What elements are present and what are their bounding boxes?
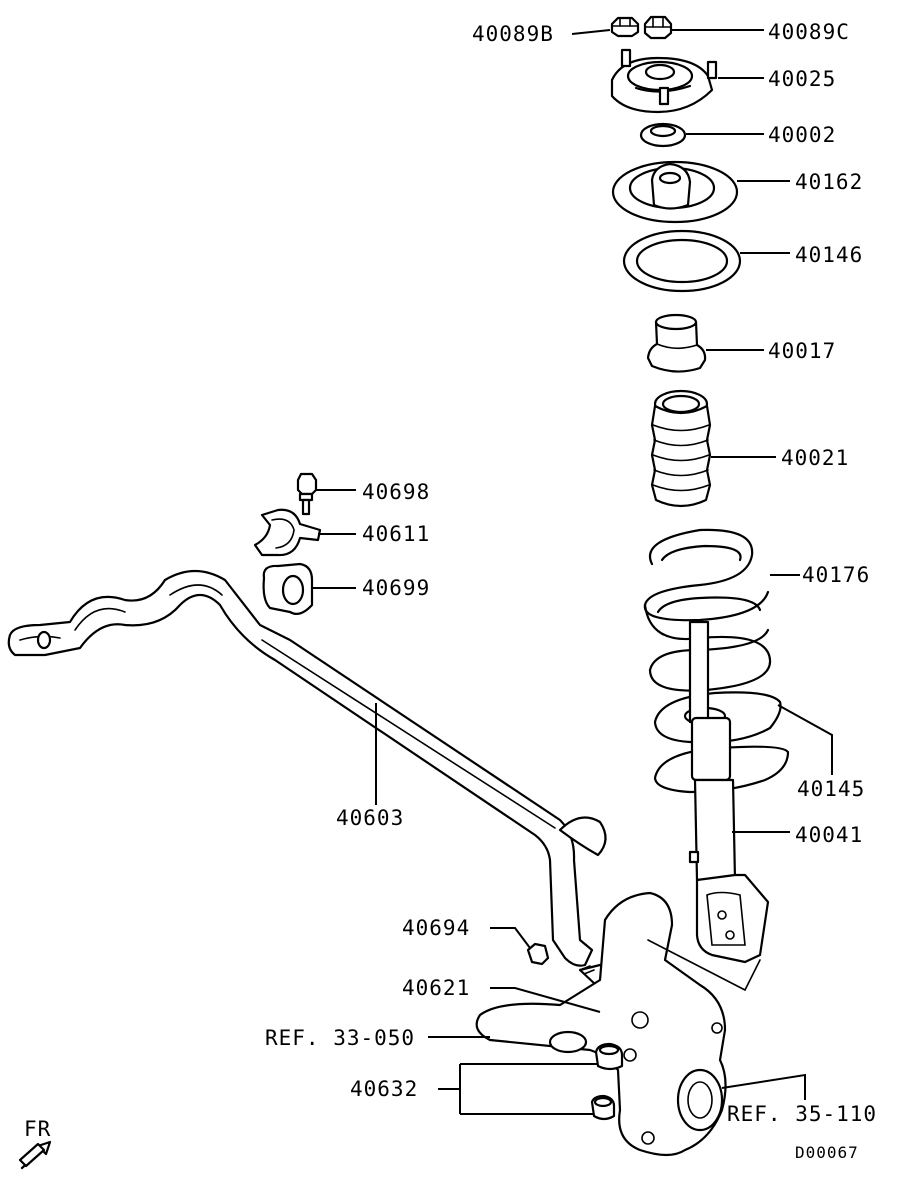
bushing-40699 — [262, 562, 314, 615]
nut-40089b — [610, 16, 640, 38]
diagram-code: D00067 — [795, 1143, 859, 1162]
spring-insulator-40146 — [622, 229, 742, 293]
label-40146: 40146 — [795, 243, 863, 267]
leader-lines — [312, 29, 833, 1115]
label-40021: 40021 — [781, 446, 849, 470]
front-direction-arrow — [18, 1140, 52, 1170]
label-40041: 40041 — [795, 823, 863, 847]
upper-spring-seat-40162 — [611, 160, 739, 224]
label-fr: FR — [24, 1117, 51, 1141]
label-40603: 40603 — [336, 806, 404, 830]
dust-boot-40021 — [650, 389, 712, 508]
label-40698: 40698 — [362, 480, 430, 504]
label-40162: 40162 — [795, 170, 863, 194]
bolt-40698 — [296, 472, 318, 516]
bump-stop-40017 — [646, 313, 707, 373]
nut-40694 — [526, 942, 550, 966]
label-40089b: 40089B — [472, 22, 554, 46]
bushing-40632-lower — [590, 1094, 616, 1121]
nut-40089c — [643, 15, 673, 40]
clamp-40611 — [253, 508, 322, 557]
label-40002: 40002 — [768, 123, 836, 147]
stabilizer-bar-40603 — [7, 570, 607, 967]
label-40145: 40145 — [797, 777, 865, 801]
label-ref-35-110: REF. 35-110 — [727, 1102, 877, 1126]
bushing-40632-upper — [594, 1042, 624, 1071]
label-40176: 40176 — [802, 563, 870, 587]
label-ref-33-050: REF. 33-050 — [265, 1026, 415, 1050]
label-40632: 40632 — [350, 1077, 418, 1101]
label-40089c: 40089C — [768, 20, 850, 44]
steering-knuckle — [475, 891, 727, 1157]
label-40017: 40017 — [768, 339, 836, 363]
label-40699: 40699 — [362, 576, 430, 600]
label-40621: 40621 — [402, 976, 470, 1000]
bearing-40002 — [639, 122, 687, 148]
label-40694: 40694 — [402, 916, 470, 940]
label-40025: 40025 — [768, 67, 836, 91]
label-40611: 40611 — [362, 522, 430, 546]
shock-absorber-40041 — [653, 620, 790, 964]
strut-mount-40025 — [610, 48, 718, 114]
